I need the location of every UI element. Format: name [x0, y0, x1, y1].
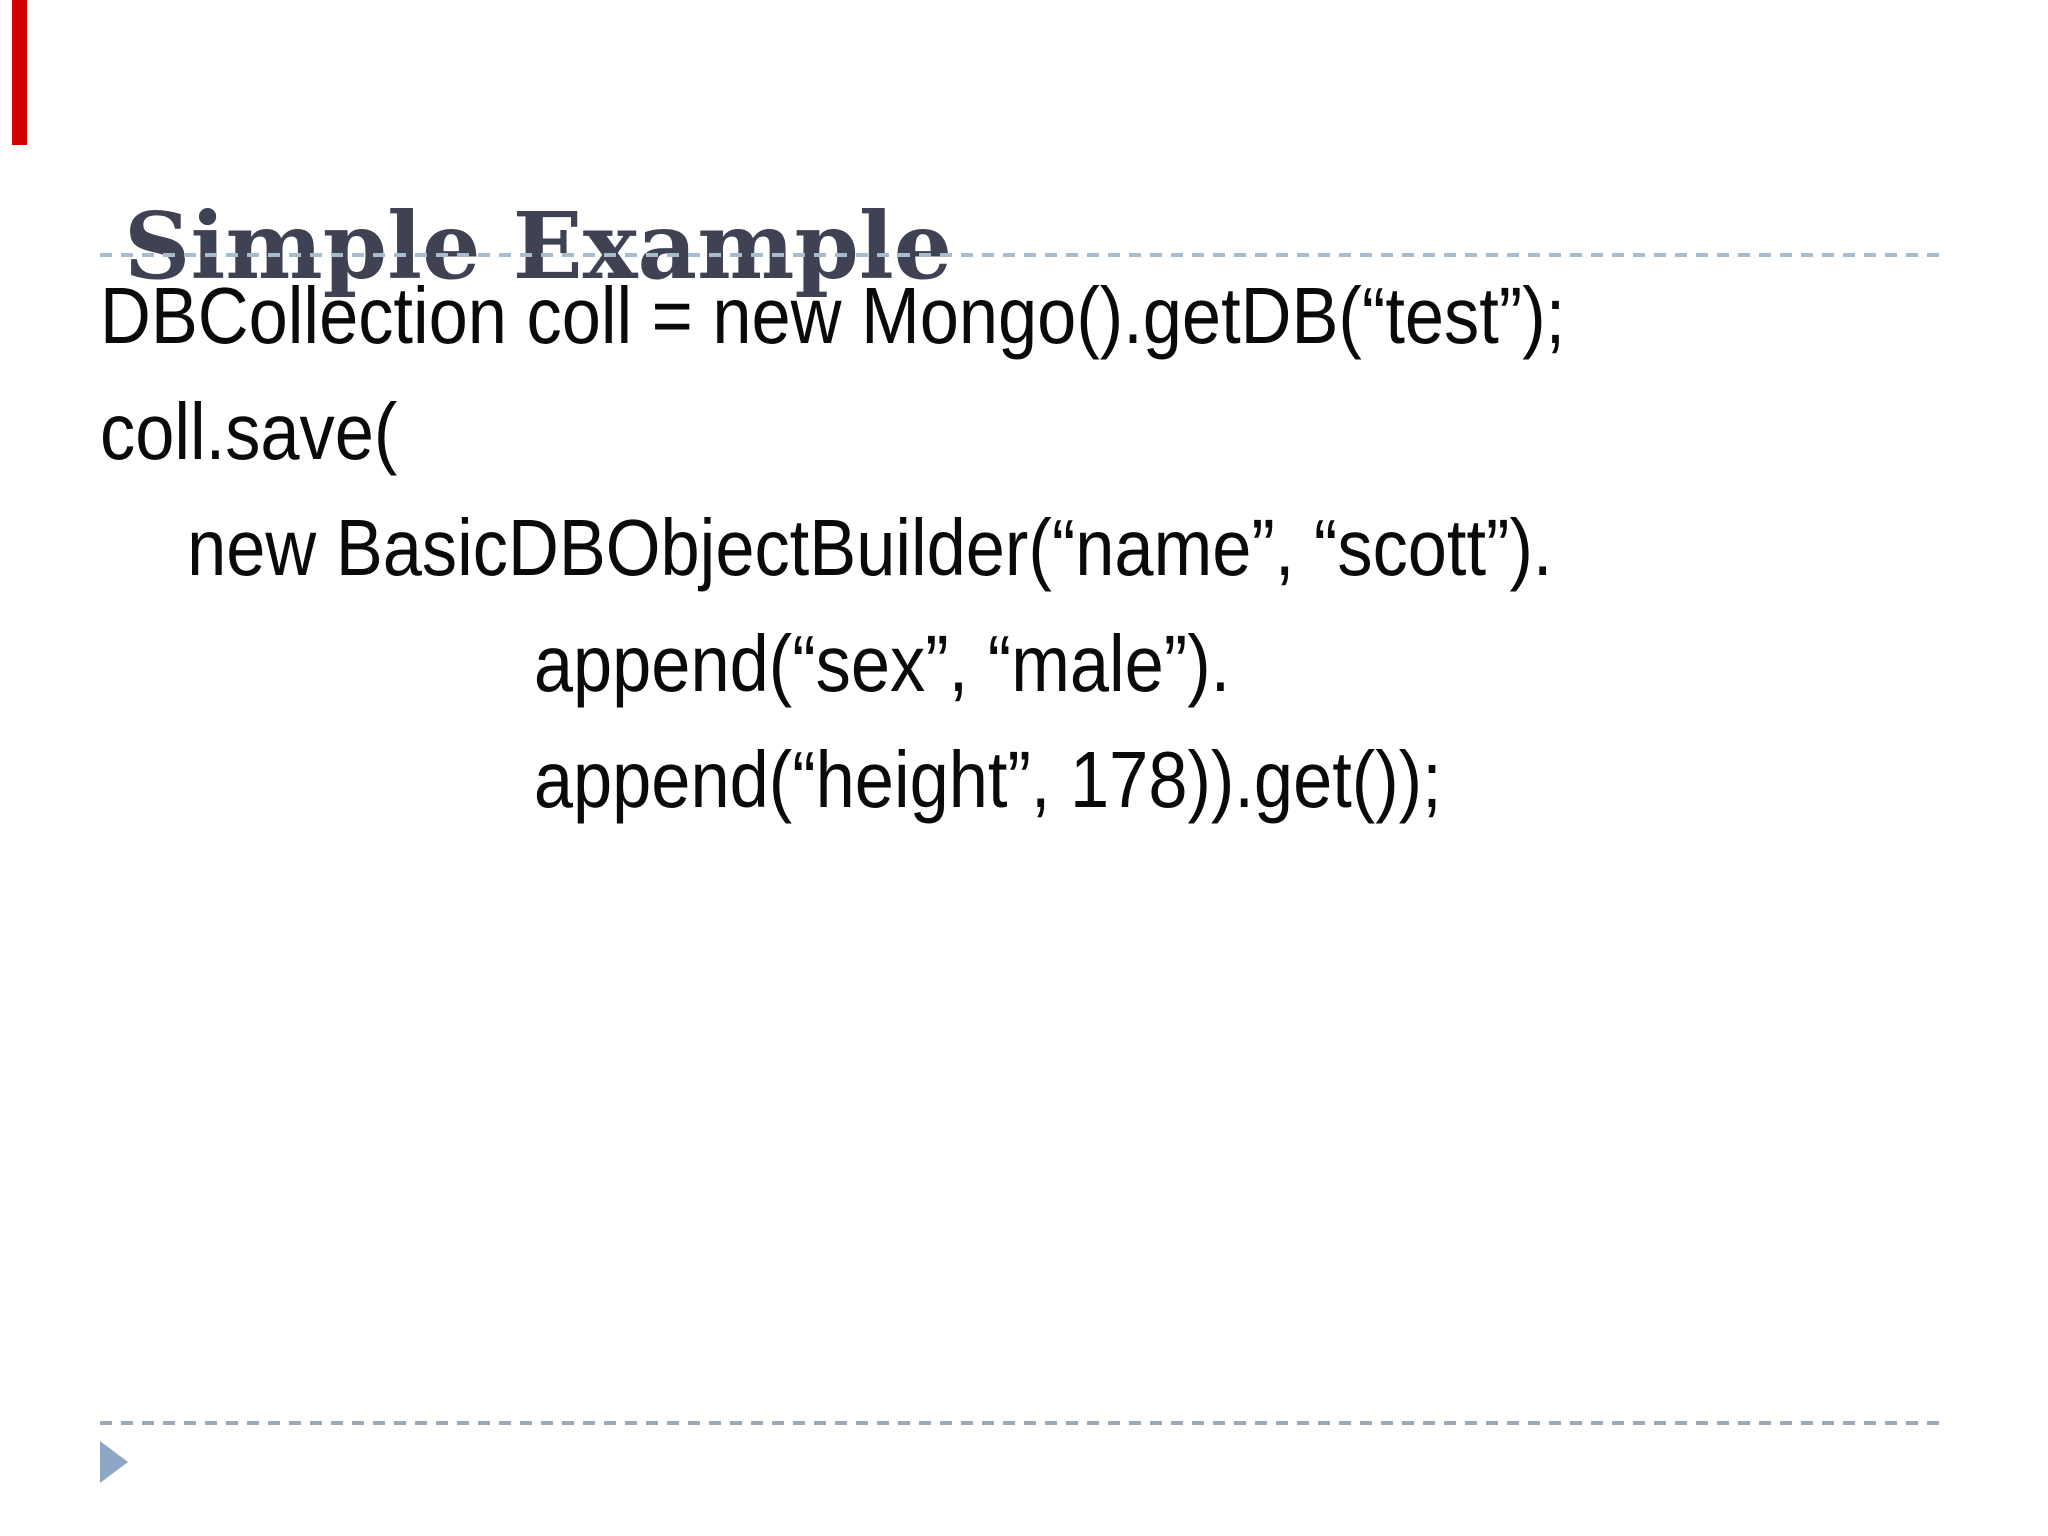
footer-divider-dashed	[100, 1421, 1943, 1425]
code-block: DBCollection coll = new Mongo().getDB(“t…	[100, 258, 2048, 838]
code-line: append(“height”, 178)).get());	[533, 735, 1442, 824]
code-line: coll.save(	[100, 387, 398, 476]
red-marker-bar	[12, 0, 27, 145]
code-line: new BasicDBObjectBuilder(“name”, “scott”…	[187, 503, 1553, 592]
footer-triangle-icon	[100, 1441, 128, 1483]
code-line: DBCollection coll = new Mongo().getDB(“t…	[100, 271, 1566, 360]
code-line: append(“sex”, “male”).	[533, 619, 1231, 708]
slide-title: Simple Example	[124, 191, 953, 300]
title-divider-dashed	[100, 253, 1943, 257]
